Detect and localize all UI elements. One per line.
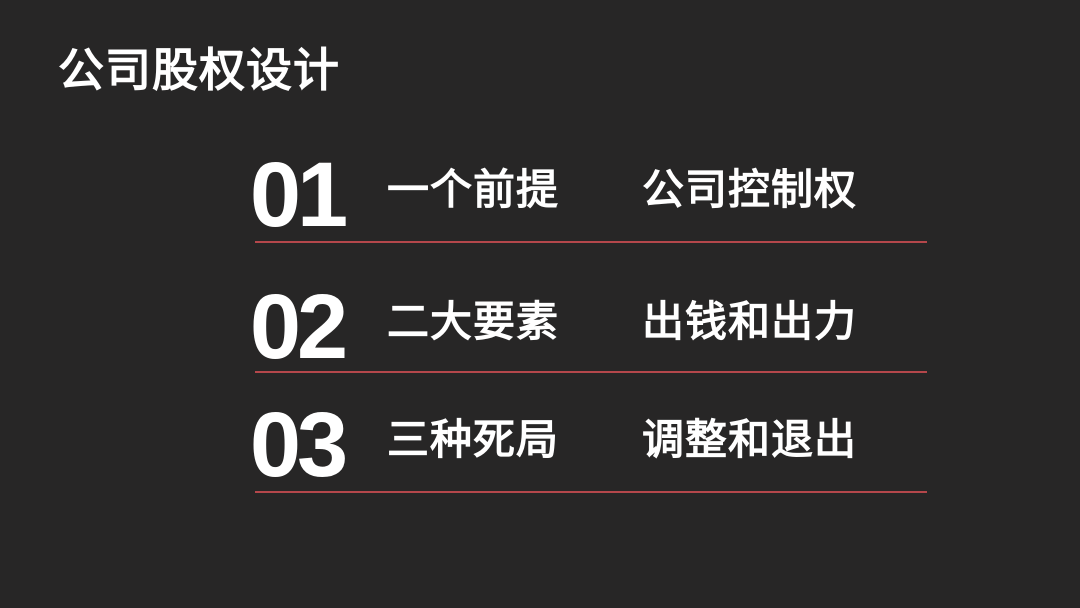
- agenda-item-3: 03 三种死局 调整和退出: [232, 390, 932, 500]
- item-number: 03: [249, 394, 348, 496]
- item-lead: 三种死局: [387, 415, 560, 464]
- item-number: 02: [249, 276, 348, 378]
- item-description: 公司控制权: [642, 165, 858, 214]
- item-lead: 二大要素: [387, 297, 560, 346]
- divider-line: [255, 491, 927, 493]
- item-description: 调整和退出: [642, 415, 858, 464]
- slide-title: 公司股权设计: [58, 43, 340, 97]
- item-number: 01: [249, 144, 348, 246]
- agenda-item-2: 02 二大要素 出钱和出力: [232, 272, 932, 382]
- divider-line: [255, 241, 927, 243]
- item-description: 出钱和出力: [642, 297, 858, 346]
- item-lead: 一个前提: [387, 165, 560, 214]
- agenda-item-1: 01 一个前提 公司控制权: [232, 140, 932, 250]
- divider-line: [255, 371, 927, 373]
